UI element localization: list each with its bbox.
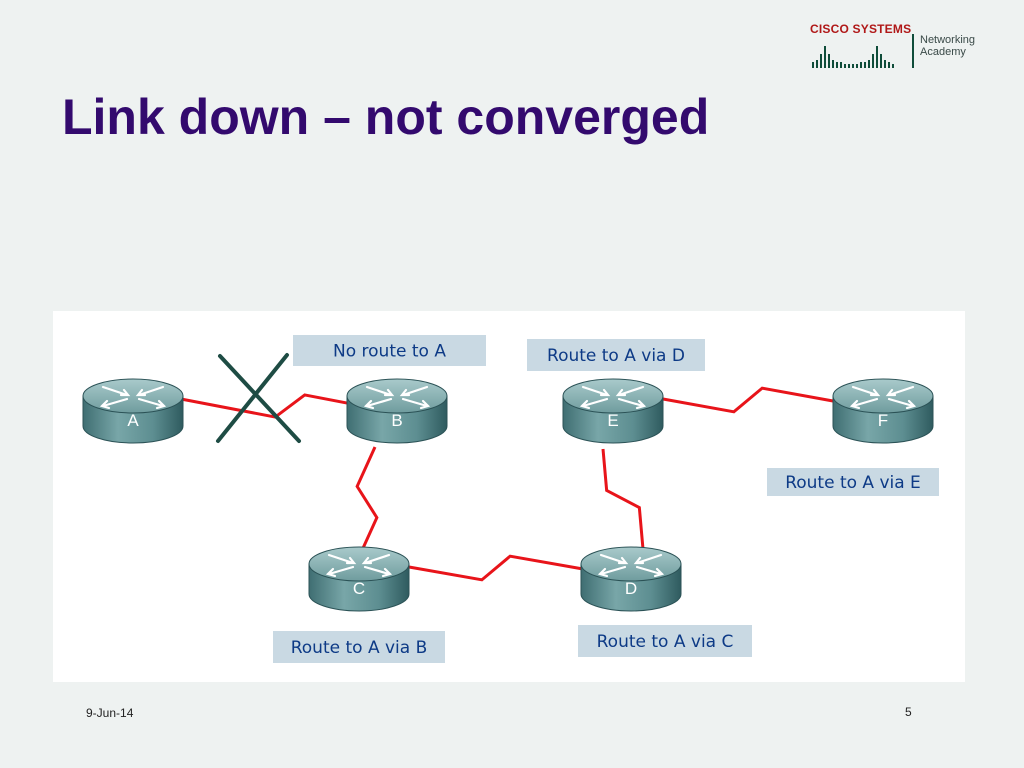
router-c[interactable]: C <box>308 546 410 612</box>
router-arrows-icon <box>579 385 647 410</box>
link-b-c <box>355 446 379 558</box>
router-label: B <box>391 411 402 430</box>
logo-academy-text: Networking Academy <box>920 34 975 58</box>
logo-divider <box>912 34 914 68</box>
link-c-d <box>408 554 584 582</box>
router-top <box>82 378 184 414</box>
router-top <box>346 378 448 414</box>
router-label: A <box>127 411 139 430</box>
router-label: D <box>625 579 637 598</box>
route-label-text: No route to A <box>333 342 446 362</box>
route-label-f: Route to A via E <box>767 468 939 496</box>
router-arrows-icon <box>99 385 167 410</box>
router-label: E <box>607 411 618 430</box>
router-e[interactable]: E <box>562 378 664 444</box>
logo-brand-text: CISCO SYSTEMS <box>810 22 912 36</box>
logo-academy-line1: Networking <box>920 34 976 46</box>
logo-academy-line2: Academy <box>920 46 966 58</box>
routers-layer: A B C D E F <box>82 378 934 612</box>
network-diagram-panel: A B C D E F No route to A Route to A via D Rout… <box>53 311 965 682</box>
failure-layer <box>216 353 301 443</box>
route-label-e: Route to A via D <box>527 339 705 371</box>
router-arrows-icon <box>363 385 431 410</box>
footer-date: 9-Jun-14 <box>86 706 134 720</box>
slide-title: Link down – not converged <box>62 89 710 145</box>
router-f[interactable]: F <box>832 378 934 444</box>
route-label-b: No route to A <box>293 335 486 366</box>
router-b[interactable]: B <box>346 378 448 444</box>
router-arrows-icon <box>597 553 665 578</box>
route-labels-layer: No route to A Route to A via D Route to A … <box>273 335 939 663</box>
page-number: 5 <box>905 705 912 719</box>
route-label-c: Route to A via B <box>273 631 445 663</box>
router-top <box>308 546 410 582</box>
router-d[interactable]: D <box>580 546 682 612</box>
router-a[interactable]: A <box>82 378 184 444</box>
router-arrows-icon <box>325 553 393 578</box>
router-top <box>562 378 664 414</box>
cisco-networking-academy-logo: CISCO SYSTEMS Networking <box>810 20 1010 72</box>
link-failure-x-icon <box>216 353 301 443</box>
link-d-e <box>601 448 645 550</box>
network-diagram: A B C D E F No route to A Route to A via D Rout… <box>82 335 939 663</box>
cisco-bridge-icon <box>812 46 894 68</box>
router-arrows-icon <box>849 385 917 410</box>
link-e-f <box>662 386 834 414</box>
route-label-text: Route to A via E <box>785 473 921 493</box>
route-label-d: Route to A via C <box>578 625 752 657</box>
route-label-text: Route to A via B <box>291 638 428 658</box>
router-label: C <box>353 579 365 598</box>
router-top <box>580 546 682 582</box>
router-label: F <box>878 411 888 430</box>
route-label-text: Route to A via C <box>597 632 734 652</box>
route-label-text: Route to A via D <box>547 346 685 366</box>
router-top <box>832 378 934 414</box>
link-a-b-gap <box>303 405 325 419</box>
